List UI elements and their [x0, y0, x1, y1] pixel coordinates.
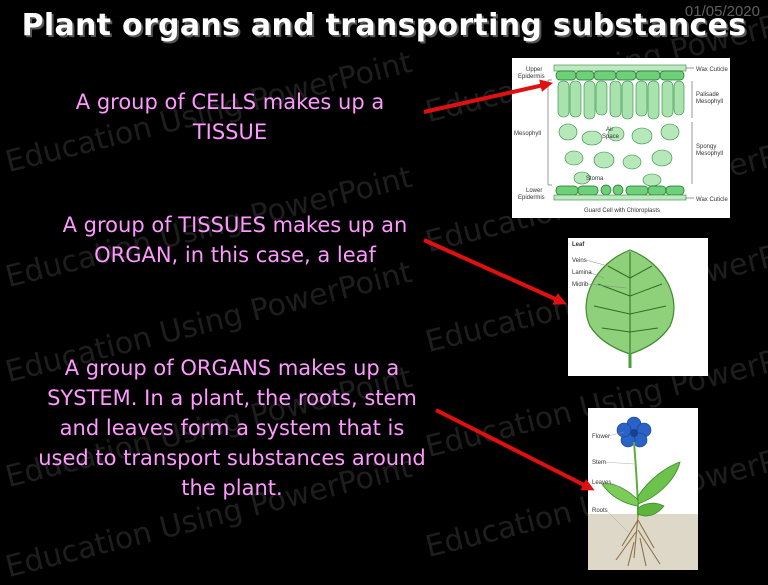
arrow-tissues-to-organ: [423, 238, 567, 305]
slide-title: Plant organs and transporting substances: [21, 8, 747, 43]
label-lamina: Lamina: [572, 270, 592, 276]
label-midrib: Midrib: [572, 282, 589, 288]
label-mesophyll: Mesophyll: [514, 131, 541, 137]
label-stoma: Stoma: [586, 176, 604, 182]
cells-paragraph: A group of CELLS makes up a TISSUE: [75, 90, 385, 144]
label-wax-top: Wax Cuticle: [696, 67, 728, 73]
leaf-cross-section-diagram: Upper Epidermis Mesophyll Lower Epidermi…: [512, 58, 730, 218]
label-wax-bottom: Wax Cuticle: [696, 197, 728, 203]
slide-date: 01/05/2020: [684, 3, 760, 20]
label-spongy-1: Spongy: [696, 144, 716, 150]
label-lower-2: Epidermis: [518, 195, 545, 201]
leaf-organ-svg: Leaf Veins Lamina Midrib: [572, 242, 675, 368]
label-guard-cell: Guard Cell with Chloroplasts: [584, 208, 660, 214]
label-stem: Stem: [592, 460, 606, 466]
label-upper-1: Upper: [526, 67, 542, 73]
plant-system-svg: Flower Stem Leaves Roots: [588, 416, 698, 570]
label-spongy-2: Mesophyll: [696, 151, 723, 157]
arrow-organs-to-system: [435, 408, 595, 491]
tissues-paragraph: A group of TISSUES makes up an ORGAN, in…: [62, 213, 408, 267]
label-palisade-1: Palisade: [696, 92, 720, 98]
leaf-organ-diagram: Leaf Veins Lamina Midrib: [568, 238, 708, 376]
label-palisade-2: Mesophyll: [696, 99, 723, 105]
label-leaf-title: Leaf: [572, 242, 585, 248]
arrow-cells-to-tissue: [423, 79, 553, 114]
label-air-1: Air: [606, 127, 613, 133]
plant-system-diagram: Flower Stem Leaves Roots: [588, 408, 698, 570]
label-roots: Roots: [592, 508, 608, 514]
organs-paragraph: A group of ORGANS makes up a SYSTEM. In …: [38, 356, 426, 500]
label-upper-2: Epidermis: [518, 74, 545, 80]
leaf-cross-section-svg: Upper Epidermis Mesophyll Lower Epidermi…: [514, 64, 728, 214]
label-air-2: Space: [602, 134, 620, 140]
label-flower: Flower: [592, 434, 610, 440]
label-lower-1: Lower: [526, 188, 542, 194]
label-veins: Veins: [572, 258, 587, 264]
label-leaves: Leaves: [592, 480, 611, 486]
